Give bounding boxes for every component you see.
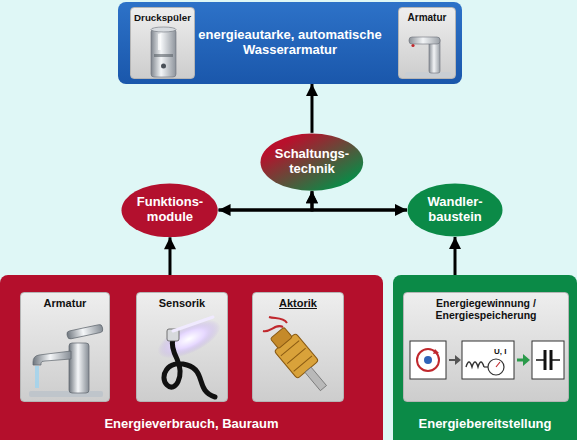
picture-part: [424, 356, 432, 364]
picture-part: [151, 27, 176, 32]
picture-part: [33, 351, 71, 365]
part-panel: Sensorik: [136, 292, 228, 402]
box-label: Energiebereitstellung: [419, 417, 552, 432]
picture-part: [152, 312, 225, 366]
picture-part: [151, 29, 176, 77]
connector-arrow: [454, 237, 457, 275]
ellipse-fill: [122, 183, 218, 237]
box-label: Armatur: [408, 12, 447, 24]
sensor-picture: [137, 293, 229, 403]
picture-part: [269, 317, 287, 323]
picture-part: [294, 356, 312, 371]
picture-part: [164, 339, 215, 397]
box-label: Druckspüler: [134, 12, 191, 23]
part-panel: Energiegewinnung / Energiespeicherung: [403, 292, 569, 402]
picture-part: [409, 37, 440, 44]
group-panel: Energiegewinnung / EnergiespeicherungEne…: [393, 275, 577, 440]
connector-arrow: [219, 191, 312, 210]
product-panel: Armatur: [398, 7, 456, 79]
signal-label: U, I: [494, 340, 506, 358]
picture-part: [532, 341, 564, 379]
picture-part: [523, 354, 530, 366]
picture-part: [410, 341, 446, 379]
part-panel: Aktorik: [252, 292, 344, 402]
ellipse-fill: [408, 184, 503, 237]
box-label: Sensorik: [159, 297, 205, 310]
actuator-picture: [253, 293, 345, 403]
picture-part: [455, 355, 461, 365]
topic-label: Wandler- baustein: [412, 195, 498, 225]
picture-part: [305, 367, 327, 391]
picture-part: [66, 324, 103, 339]
picture-part: [263, 326, 283, 331]
topic-label: Funktions- module: [127, 195, 213, 225]
picture-part: [484, 366, 488, 367]
topic-ellipse: Wandler- baustein: [407, 183, 503, 237]
topic-ellipse: Funktions- module: [121, 183, 218, 238]
picture-part: [287, 348, 305, 363]
picture-part: [550, 350, 553, 370]
connector-arrow: [168, 237, 171, 275]
picture-part: [154, 54, 173, 57]
picture-part: [29, 391, 103, 397]
picture-part: [405, 72, 451, 77]
group-panel: Armatur Sensorik AktorikEnergieverbrauch…: [0, 275, 383, 440]
signal-text: U, I: [494, 347, 506, 356]
ellipse-fill: [261, 133, 364, 190]
part-panel: Armatur: [20, 292, 110, 402]
connector-arrow: [310, 84, 313, 133]
product-box: Druckspüler Armatur energieautarke, autom…: [118, 2, 462, 84]
picture-part: [266, 324, 334, 397]
picture-part: [281, 341, 299, 356]
picture-part: [158, 34, 161, 50]
topic-ellipse: Schaltungs- technik: [260, 133, 364, 191]
picture-part: [270, 327, 292, 349]
topic-label: Schaltungs- technik: [269, 147, 355, 177]
picture-part: [35, 366, 39, 388]
picture-part: [433, 349, 439, 354]
picture-part: [544, 350, 547, 370]
connector-arrow: [312, 191, 407, 210]
box-label: Aktorik: [279, 297, 317, 310]
picture-part: [462, 341, 514, 379]
picture-part: [411, 44, 414, 47]
picture-part: [417, 349, 439, 371]
picture-part: [466, 362, 484, 367]
picture-part: [517, 359, 524, 362]
box-label: Energieverbrauch, Bauraum: [104, 417, 278, 432]
tap-picture: [21, 293, 111, 403]
picture-part: [161, 64, 166, 69]
box-label: Armatur: [44, 297, 87, 310]
picture-part: [496, 362, 500, 367]
picture-part: [449, 359, 456, 361]
picture-part: [488, 359, 504, 375]
product-panel: Druckspüler: [130, 7, 195, 79]
picture-part: [69, 343, 89, 393]
box-label: Energiegewinnung / Energiespeicherung: [407, 297, 565, 321]
box-label: energieautarke, automatische Wasserarmat…: [196, 28, 384, 58]
picture-part: [173, 317, 213, 331]
